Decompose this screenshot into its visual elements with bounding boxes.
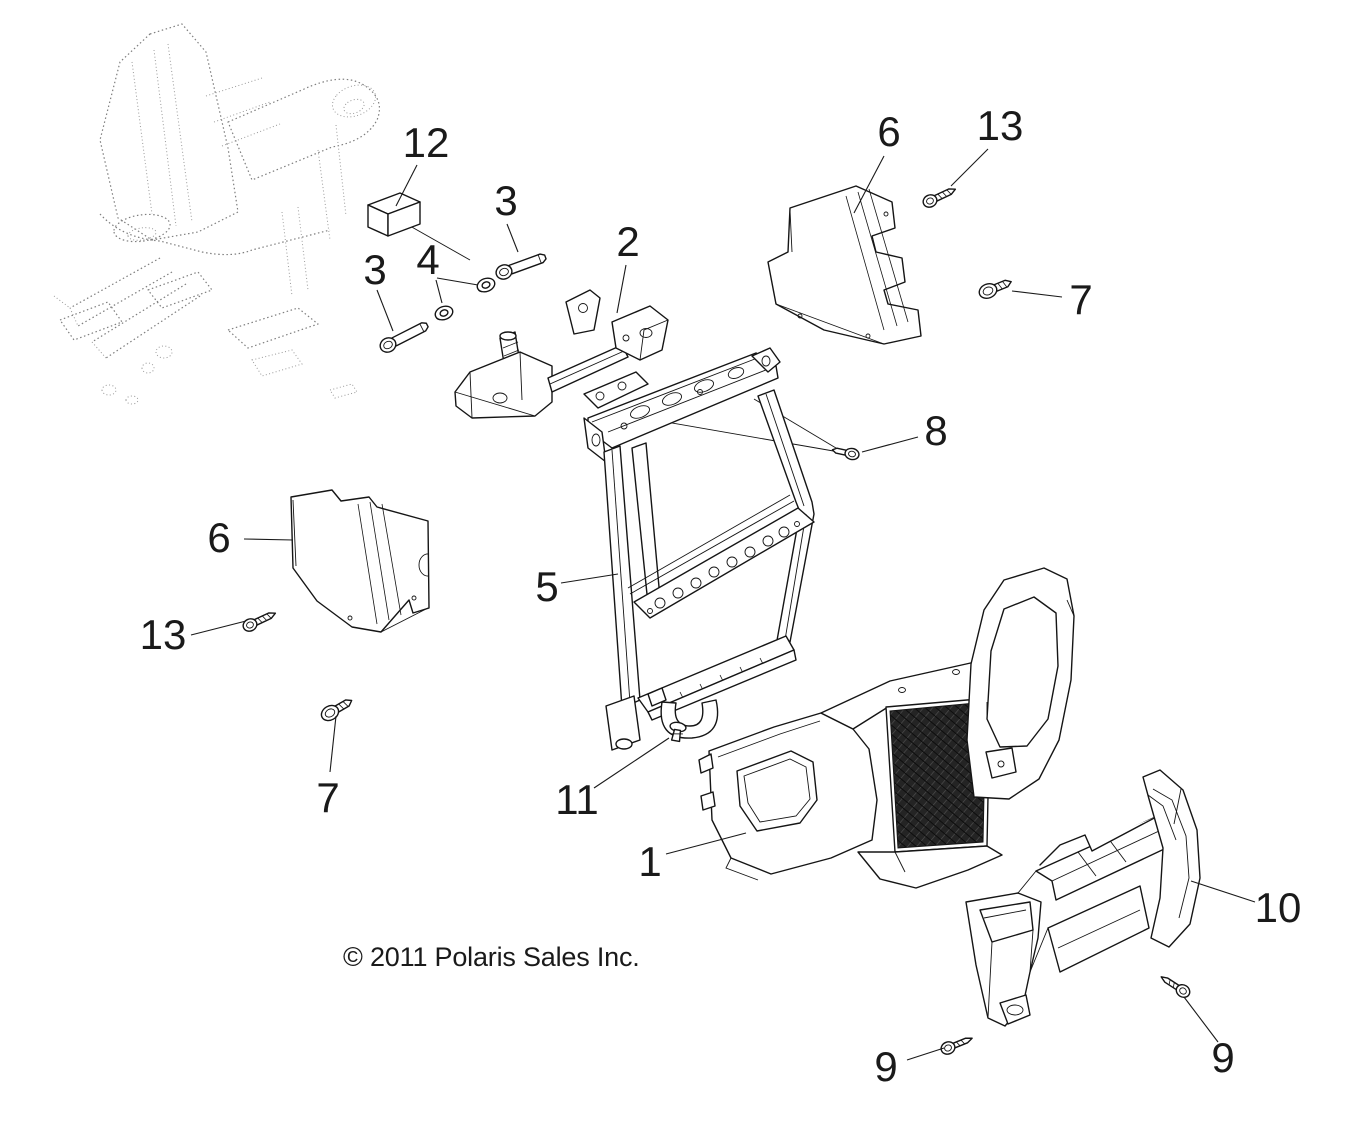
callout-label: 3 xyxy=(363,246,386,293)
callout-5: 5 xyxy=(535,563,619,610)
callout-label: 2 xyxy=(616,218,639,265)
part-washer-4-upper xyxy=(476,277,496,293)
leader-line xyxy=(190,620,247,636)
leader-line xyxy=(436,277,479,286)
callout-label: 8 xyxy=(924,407,947,454)
part-bolt-3-upper xyxy=(495,253,547,280)
callout-label: 4 xyxy=(416,236,439,283)
callout-13: 13 xyxy=(950,102,1024,187)
callout-1: 1 xyxy=(638,832,747,885)
callout-6: 6 xyxy=(207,514,294,561)
part-screw-7-left xyxy=(320,699,353,722)
part-fastener-8 xyxy=(831,447,860,461)
leader-line xyxy=(906,1047,945,1061)
callout-label: 1 xyxy=(638,838,661,885)
part-screw-7-right xyxy=(978,279,1012,300)
callout-8: 8 xyxy=(861,407,948,454)
callout-label: 7 xyxy=(316,774,339,821)
leader-line xyxy=(616,264,627,314)
callout-7: 7 xyxy=(316,715,340,821)
leader-line xyxy=(376,289,394,332)
leader-line xyxy=(1183,996,1219,1043)
callout-label: 10 xyxy=(1255,884,1302,931)
copyright-text: © 2011 Polaris Sales Inc. xyxy=(343,942,640,972)
part-mudguard-left xyxy=(290,489,430,633)
leader-line xyxy=(1190,880,1256,903)
leader-line xyxy=(593,737,670,789)
callout-3: 3 xyxy=(494,177,519,253)
callout-9: 9 xyxy=(874,1043,945,1090)
callout-label: 9 xyxy=(874,1043,897,1090)
callout-label: 3 xyxy=(494,177,517,224)
callout-9: 9 xyxy=(1183,996,1235,1081)
part-front-bumper xyxy=(965,769,1201,1027)
leader-line xyxy=(329,715,337,773)
callout-label: 9 xyxy=(1211,1034,1234,1081)
callout-12: 12 xyxy=(395,119,450,207)
callout-label: 13 xyxy=(140,611,187,658)
callout-label: 6 xyxy=(207,514,230,561)
callout-label: 12 xyxy=(403,119,450,166)
part-spacer-block-12 xyxy=(367,192,421,237)
leader-line xyxy=(665,832,747,855)
leader-line xyxy=(243,538,294,541)
callout-label: 5 xyxy=(535,563,558,610)
leader-line xyxy=(950,148,989,187)
part-screw-13-left xyxy=(242,612,277,632)
leader-line xyxy=(853,155,885,214)
callout-6: 6 xyxy=(853,108,901,214)
leader-line xyxy=(395,164,418,207)
leader-line xyxy=(1011,290,1063,298)
part-rivet-11 xyxy=(669,721,687,743)
chassis-ghost-sketch xyxy=(53,23,381,405)
part-support-bracket xyxy=(454,289,669,419)
callout-2: 2 xyxy=(616,218,640,314)
part-washer-4-lower xyxy=(434,305,454,321)
leader-line xyxy=(560,573,619,584)
leader-line xyxy=(506,223,519,253)
callout-3: 3 xyxy=(363,246,394,332)
callout-label: 6 xyxy=(877,108,900,155)
callout-13: 13 xyxy=(140,611,247,658)
callout-label: 7 xyxy=(1069,276,1092,323)
part-mudguard-right xyxy=(767,185,922,345)
callout-11: 11 xyxy=(555,737,670,823)
callout-label: 11 xyxy=(555,776,599,823)
part-screw-9-right xyxy=(1160,976,1191,999)
callout-label: 13 xyxy=(977,102,1024,149)
leader-line xyxy=(435,279,443,304)
callout-10: 10 xyxy=(1190,880,1302,931)
callout-7: 7 xyxy=(1011,276,1093,323)
part-bulkhead-frame xyxy=(583,347,815,751)
part-front-fascia xyxy=(698,567,1075,889)
part-bolt-3-lower xyxy=(379,322,429,353)
part-screw-9-left xyxy=(940,1037,973,1055)
part-screw-13-right xyxy=(922,188,957,208)
leader-line xyxy=(861,436,919,453)
callout-4: 4 xyxy=(416,236,479,304)
